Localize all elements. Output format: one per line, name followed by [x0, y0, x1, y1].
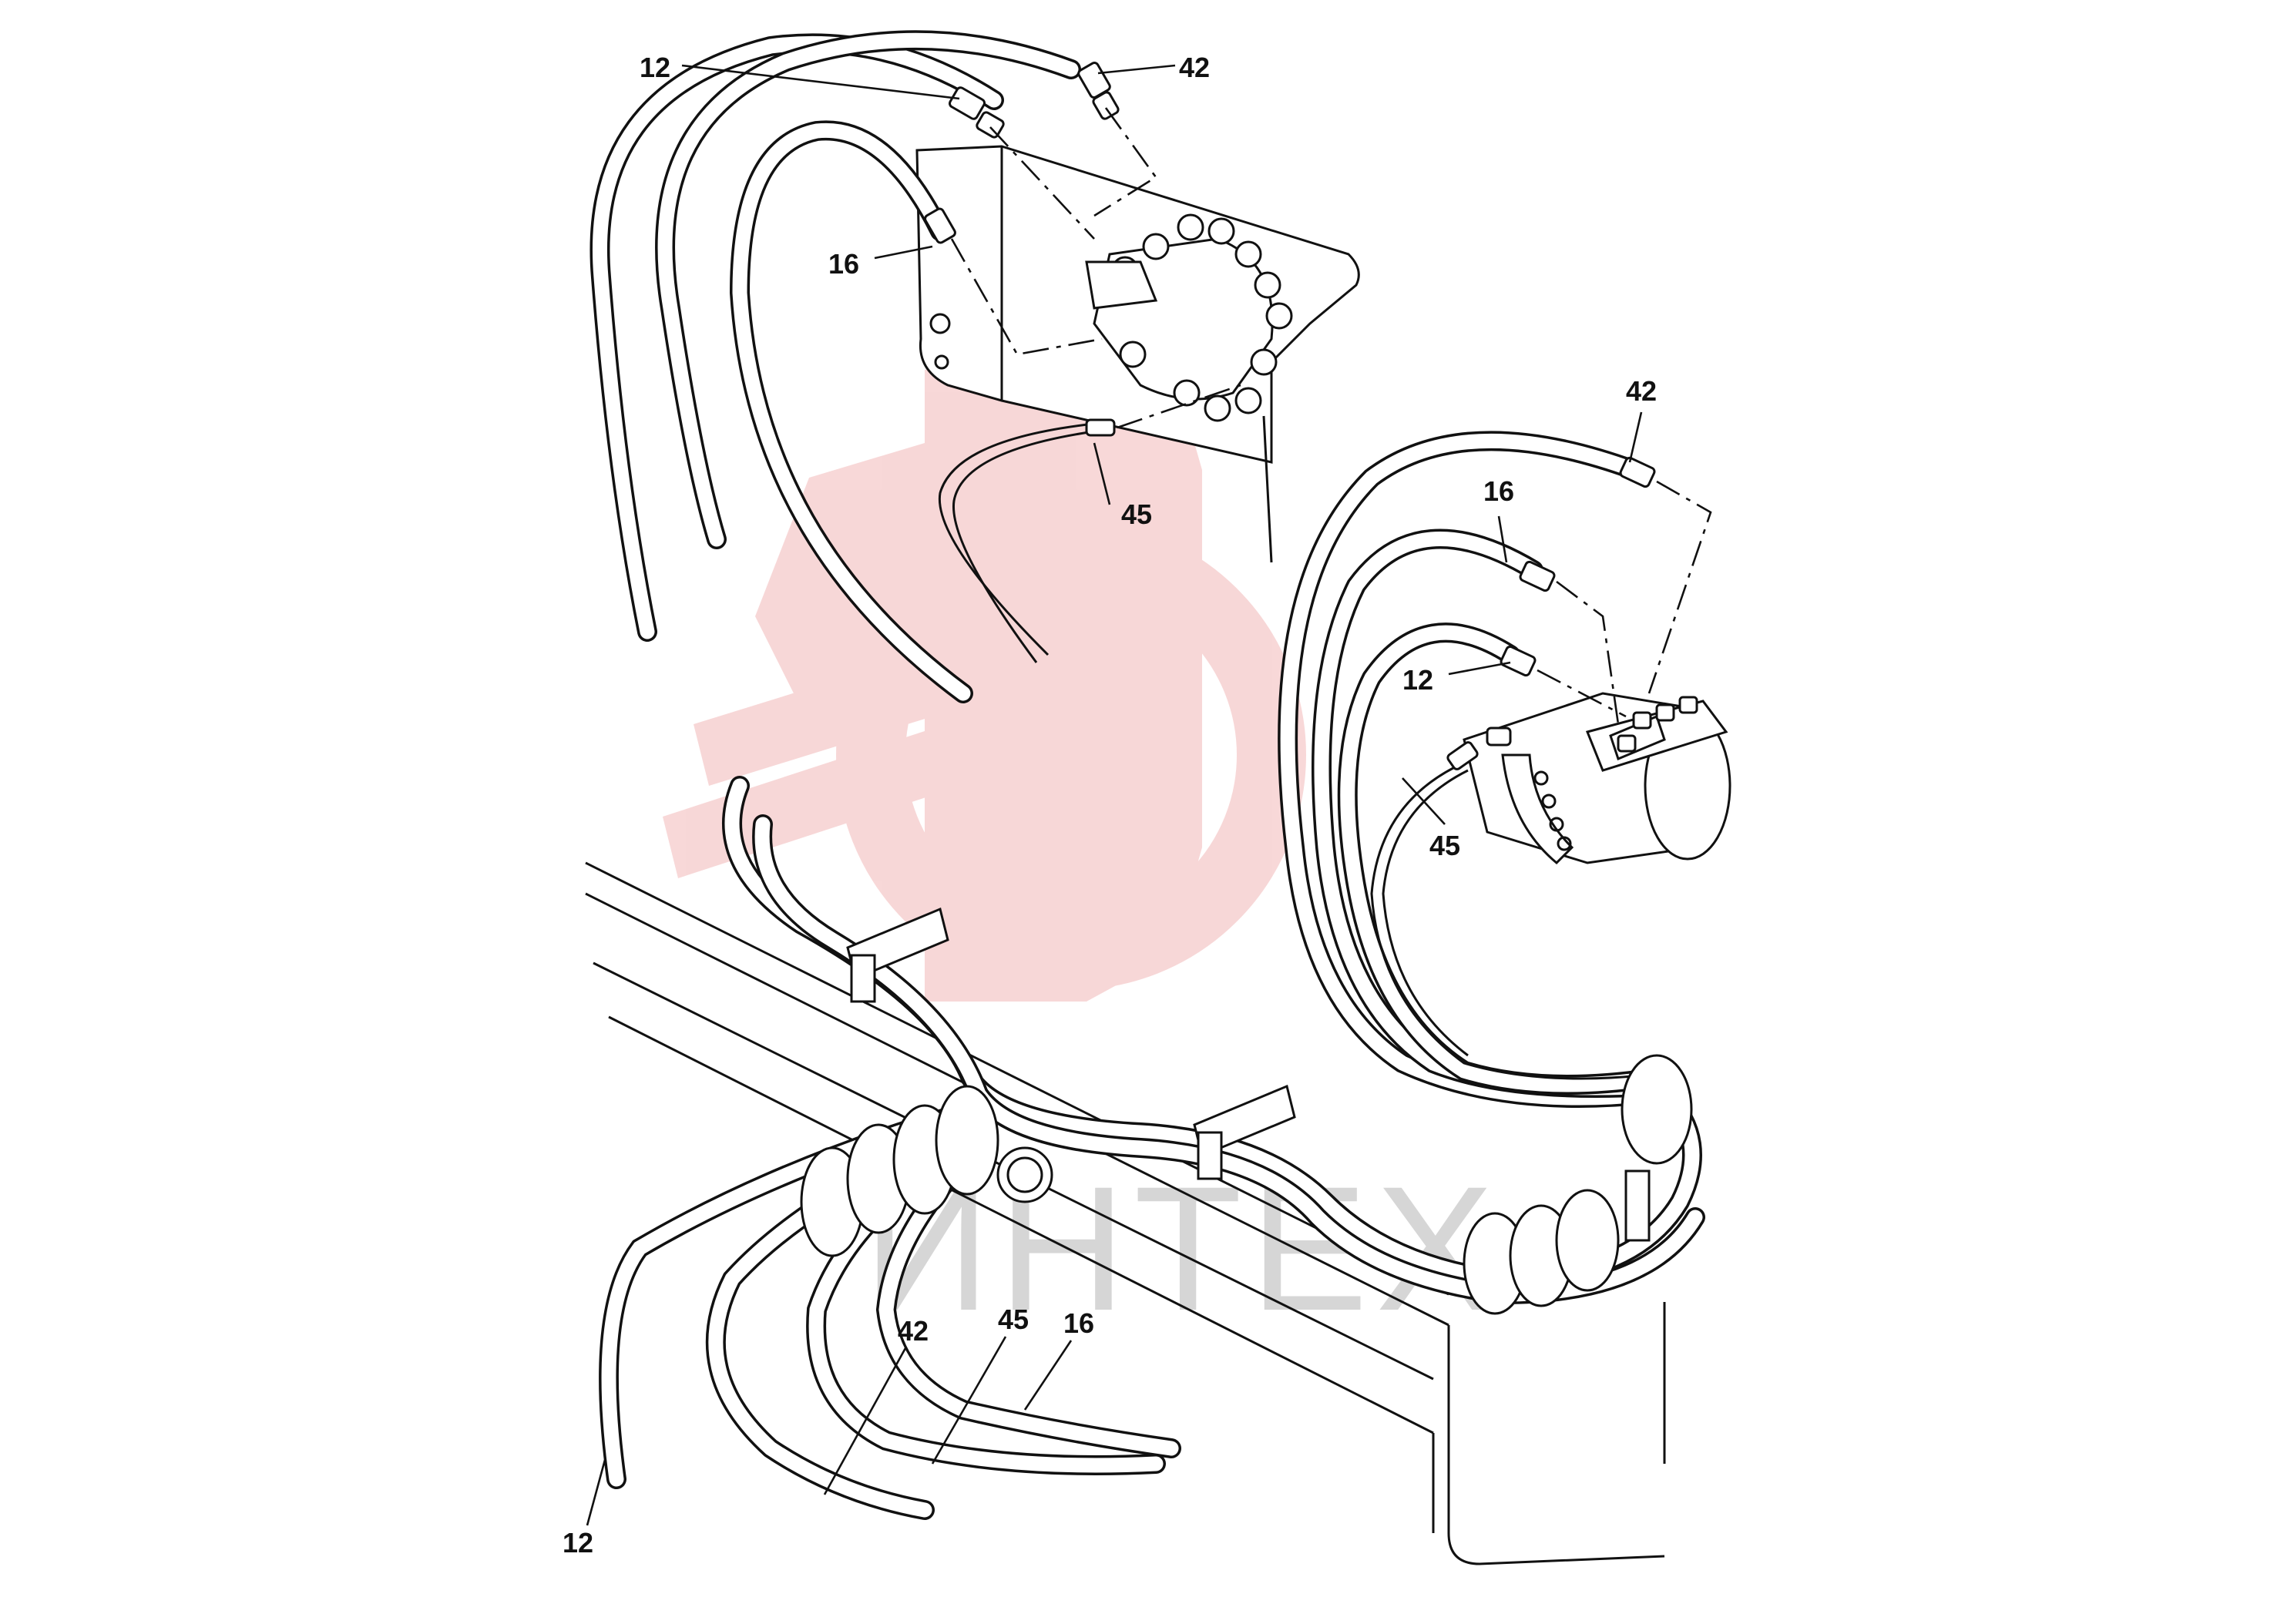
- hose-clamps: [846, 907, 1651, 1242]
- hydraulic-motor: [1463, 692, 1731, 865]
- callout-12-motor: 12: [1402, 664, 1433, 696]
- valve-block: [1085, 213, 1293, 422]
- callout-leaders: [586, 64, 1643, 1526]
- callout-42-bottom: 42: [898, 1315, 929, 1347]
- upper-fittings: [924, 62, 1120, 437]
- right-hoses: [1278, 431, 1659, 1108]
- callout-12-top: 12: [640, 52, 670, 83]
- upper-connection-lines: [950, 107, 1273, 563]
- callout-16-motor: 16: [1483, 475, 1514, 507]
- callout-12-bottom: 12: [563, 1527, 593, 1559]
- right-fittings: [1446, 456, 1656, 770]
- right-connection-lines: [1537, 480, 1712, 725]
- callout-16-bottom: 16: [1063, 1307, 1094, 1339]
- callout-labels: 12 42 16 45 42 16 12 45 42 45 16 12: [563, 52, 1657, 1559]
- callout-45-bottom: 45: [998, 1304, 1029, 1335]
- callout-42-top: 42: [1179, 52, 1210, 83]
- hose-sleeves: [800, 1054, 1693, 1315]
- callout-45-top: 45: [1121, 498, 1152, 530]
- callout-42-motor: 42: [1626, 375, 1657, 407]
- callout-45-motor: 45: [1429, 830, 1460, 861]
- upper-hoses: [589, 30, 1095, 703]
- callout-16-top: 16: [828, 248, 859, 280]
